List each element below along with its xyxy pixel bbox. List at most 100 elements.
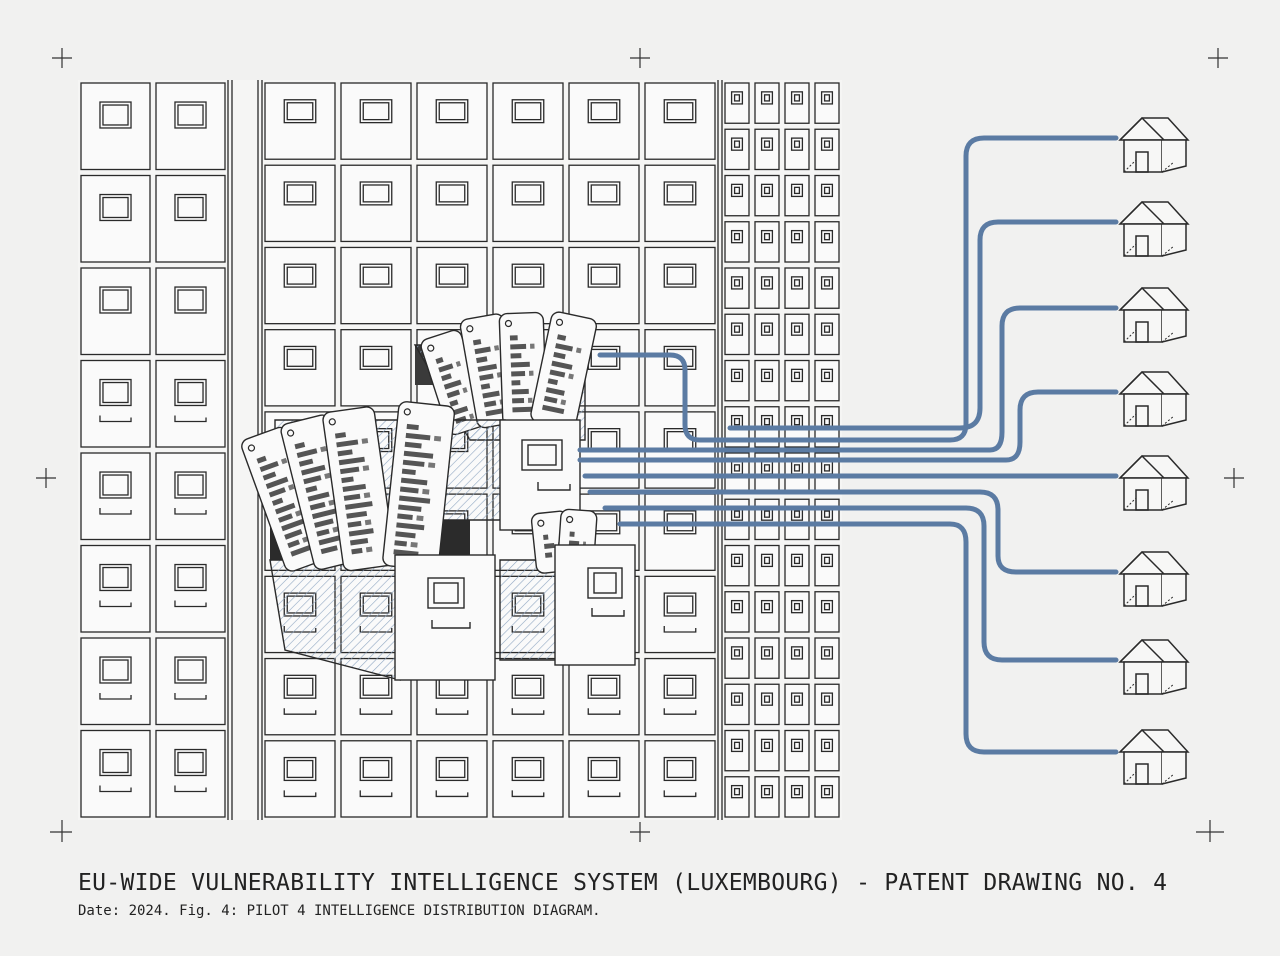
file-drawer: [80, 359, 151, 448]
file-drawer: [784, 683, 810, 726]
file-drawer: [814, 82, 840, 124]
file-drawer: [784, 637, 810, 679]
file-drawer: [724, 683, 750, 726]
file-drawer: [814, 128, 840, 171]
file-drawer: [340, 329, 412, 407]
file-drawer: [754, 637, 780, 679]
index-card-group: [420, 311, 597, 436]
file-drawer: [155, 637, 226, 726]
figure-title: EU-WIDE VULNERABILITY INTELLIGENCE SYSTE…: [78, 870, 1168, 896]
file-drawer: [492, 657, 564, 736]
file-drawer: [416, 164, 488, 243]
file-drawer: [492, 164, 564, 243]
file-drawer: [784, 221, 810, 263]
file-drawer: [784, 267, 810, 309]
file-drawer: [724, 82, 750, 124]
file-drawer: [724, 498, 750, 541]
drawer-front: [394, 554, 496, 681]
file-drawer: [80, 544, 151, 633]
distribution-line: [577, 389, 1119, 463]
file-drawer: [155, 729, 226, 818]
file-drawer: [80, 174, 151, 263]
file-drawer: [340, 82, 412, 160]
file-drawer: [80, 82, 151, 171]
drawer-front: [554, 544, 636, 666]
file-drawer: [492, 740, 564, 818]
file-drawer: [155, 82, 226, 171]
file-drawer: [568, 740, 640, 818]
distribution-line: [727, 219, 1119, 431]
file-drawer: [644, 164, 716, 243]
file-drawer: [784, 174, 810, 217]
file-drawer: [754, 221, 780, 263]
file-drawer: [724, 637, 750, 679]
file-drawer: [784, 498, 810, 541]
file-drawer: [155, 544, 226, 633]
file-drawer: [754, 683, 780, 726]
file-drawer: [80, 729, 151, 818]
file-drawer: [492, 82, 564, 160]
file-drawer: [644, 82, 716, 160]
file-drawer: [754, 359, 780, 402]
house-icon: [1118, 454, 1190, 511]
index-card: [382, 401, 456, 571]
file-drawer: [784, 729, 810, 772]
file-drawer: [644, 329, 716, 407]
distribution-line: [587, 489, 1119, 575]
file-drawer: [754, 591, 780, 633]
file-drawer: [814, 776, 840, 818]
file-drawer: [724, 174, 750, 217]
file-drawer: [568, 82, 640, 160]
file-drawer: [644, 740, 716, 818]
file-drawer: [340, 246, 412, 325]
file-drawer: [814, 544, 840, 587]
file-drawer: [724, 267, 750, 309]
file-drawer: [814, 221, 840, 263]
distribution-lines: [577, 135, 1119, 755]
file-drawer: [754, 267, 780, 309]
file-drawer: [644, 657, 716, 736]
file-drawer: [784, 776, 810, 818]
house-icon: [1118, 286, 1190, 343]
file-drawer: [340, 740, 412, 818]
file-drawer: [568, 657, 640, 736]
file-drawer: [724, 313, 750, 356]
file-drawer: [754, 128, 780, 171]
file-drawer: [814, 729, 840, 772]
file-drawer: [814, 591, 840, 633]
file-drawer: [416, 82, 488, 160]
house-icon: [1118, 370, 1190, 427]
registration-marks: [36, 48, 1244, 842]
file-drawer: [724, 128, 750, 171]
file-drawer: [264, 329, 336, 407]
house-icon: [1118, 728, 1190, 785]
file-drawer: [724, 729, 750, 772]
file-drawer: [784, 359, 810, 402]
file-drawer: [416, 740, 488, 818]
file-drawer: [814, 498, 840, 541]
file-drawer: [155, 452, 226, 541]
distribution-line: [602, 505, 1119, 663]
file-drawer: [784, 82, 810, 124]
file-drawer: [754, 313, 780, 356]
file-drawer: [754, 82, 780, 124]
file-drawer: [264, 740, 336, 818]
file-drawer: [754, 776, 780, 818]
distribution-line: [617, 521, 1119, 755]
index-card: [322, 406, 396, 572]
file-drawer: [754, 174, 780, 217]
file-drawer: [724, 544, 750, 587]
file-drawer: [80, 267, 151, 356]
file-drawer: [155, 267, 226, 356]
file-drawer: [155, 359, 226, 448]
file-drawer: [80, 452, 151, 541]
file-drawer: [264, 82, 336, 160]
file-drawer: [784, 313, 810, 356]
file-drawer: [724, 776, 750, 818]
figure-caption: Date: 2024. Fig. 4: PILOT 4 INTELLIGENCE…: [78, 903, 601, 919]
house-icon: [1118, 550, 1190, 607]
house-icon: [1118, 200, 1190, 257]
file-drawer: [754, 544, 780, 587]
file-drawer: [264, 164, 336, 243]
